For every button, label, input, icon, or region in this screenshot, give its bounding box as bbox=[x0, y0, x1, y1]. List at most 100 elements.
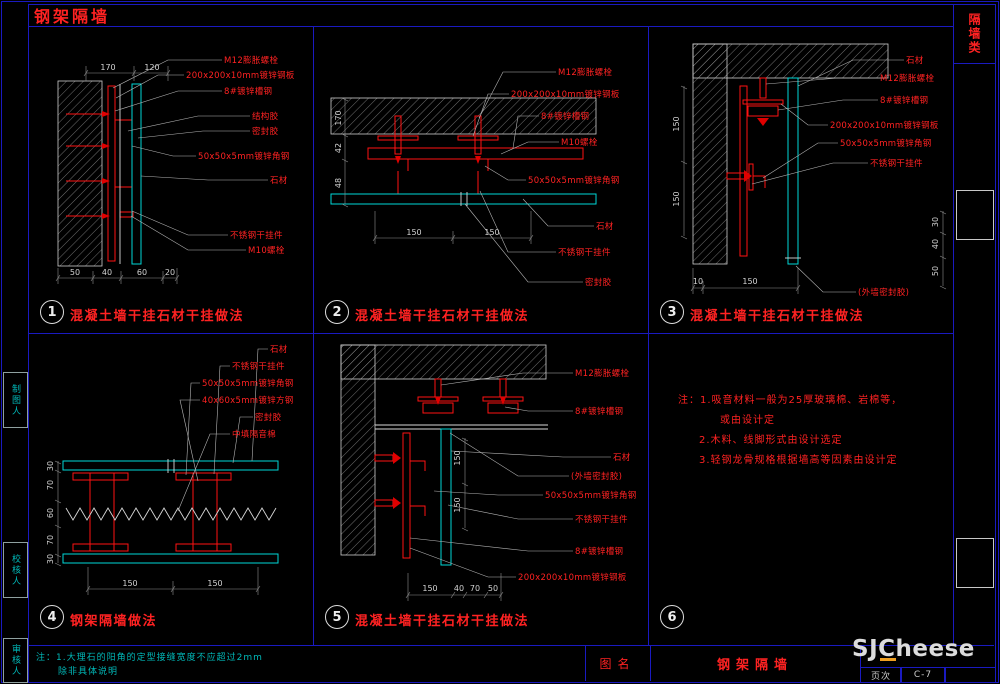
svg-text:30: 30 bbox=[46, 461, 55, 471]
panel-4-drawing: 30 70 60 70 30 150 150 bbox=[46, 348, 279, 595]
svg-text:70: 70 bbox=[46, 535, 55, 545]
note-line: 3.轻钢龙骨规格根据墙高等因素由设计定 bbox=[699, 455, 898, 466]
left-tab-drafter: 制图人 bbox=[3, 372, 28, 428]
footer-divider-1 bbox=[585, 645, 586, 681]
annotation-label: 密封胶 bbox=[255, 413, 282, 423]
leader-lines bbox=[464, 71, 594, 283]
bolt-heads bbox=[393, 397, 506, 509]
panel-5-drawing: 150 150 150 40 70 50 bbox=[340, 344, 611, 601]
insulation-zigzag bbox=[65, 507, 277, 521]
steel-hardware bbox=[726, 77, 784, 257]
stone-panel bbox=[330, 193, 597, 205]
panel-title: 钢架隔墙做法 bbox=[70, 614, 158, 629]
annotation-label: 不锈钢干挂件 bbox=[232, 362, 285, 372]
annotation-label: 8#镀锌槽钢 bbox=[575, 407, 624, 417]
annotation-label: 不锈钢干挂件 bbox=[230, 231, 283, 241]
svg-text:42: 42 bbox=[334, 143, 343, 153]
detail-panel-5: 150 150 150 40 70 50 M12膨胀螺栓 8#镀锌槽钢 石材 (… bbox=[313, 333, 648, 645]
title-divider bbox=[28, 26, 953, 27]
dimension-lines bbox=[341, 97, 534, 244]
svg-text:20: 20 bbox=[165, 268, 175, 277]
concrete-slab-hatch bbox=[330, 97, 597, 135]
detail-panel-1: 170 120 50 40 60 20 M12膨胀螺栓 200x200x10mm… bbox=[28, 26, 313, 333]
dimension-texts: 170 120 50 40 60 20 bbox=[70, 63, 175, 277]
right-marker-top bbox=[956, 190, 994, 240]
svg-text:40: 40 bbox=[454, 584, 464, 593]
svg-text:50: 50 bbox=[931, 266, 940, 276]
page-number: C-7 bbox=[900, 667, 946, 683]
concrete-wall-hatch bbox=[57, 80, 103, 267]
stone-panel bbox=[440, 428, 452, 566]
svg-text:70: 70 bbox=[470, 584, 480, 593]
stone-panel-top bbox=[62, 460, 279, 471]
svg-text:40: 40 bbox=[102, 268, 112, 277]
annotation-label: 8#镀锌槽钢 bbox=[575, 547, 624, 557]
svg-text:150: 150 bbox=[742, 277, 757, 286]
notes-panel-6: 注：1.吸音材料一般为25厚玻璃棉、岩棉等， 或由设计定 2.木料、线脚形式由设… bbox=[648, 333, 953, 645]
right-column-divider bbox=[953, 4, 954, 645]
footer-note-1: 注：1.大理石的阳角的定型接缝宽度不应超过2mm bbox=[36, 653, 263, 663]
sjcheese-logo: SJCheese bbox=[852, 636, 975, 662]
detail-panel-4: 30 70 60 70 30 150 150 石材 不锈钢干挂件 50x50x5… bbox=[28, 333, 313, 645]
left-tab-checker: 校核人 bbox=[3, 542, 28, 598]
panel-number-badge: 3 bbox=[660, 300, 684, 324]
panel-2-drawing: 150 150 170 42 48 bbox=[330, 71, 597, 283]
note-line: 或由设计定 bbox=[720, 415, 775, 426]
annotation-label: 50x50x5mm镀锌角钢 bbox=[545, 491, 637, 501]
bolt-heads bbox=[744, 118, 769, 182]
footer-divider-2 bbox=[650, 645, 651, 681]
svg-text:30: 30 bbox=[931, 217, 940, 227]
annotation-label: 石材 bbox=[906, 56, 924, 66]
annotation-label: 50x50x5mm镀锌角钢 bbox=[840, 139, 932, 149]
annotation-label: 石材 bbox=[613, 453, 631, 463]
dimension-lines bbox=[680, 85, 947, 294]
svg-text:60: 60 bbox=[46, 508, 55, 518]
leader-lines bbox=[177, 348, 268, 512]
bolt-heads bbox=[102, 111, 110, 219]
panel-number-badge: 4 bbox=[40, 605, 64, 629]
annotation-label: 密封胶 bbox=[585, 278, 612, 288]
bolt-heads bbox=[395, 156, 481, 164]
grid-divider-v1 bbox=[313, 26, 314, 645]
annotation-label: (外墙密封胶) bbox=[571, 472, 623, 482]
annotation-label: 50x50x5mm镀锌角钢 bbox=[528, 176, 620, 186]
leader-lines bbox=[112, 59, 268, 251]
annotation-label: 中填隔音棉 bbox=[232, 430, 277, 440]
svg-text:150: 150 bbox=[422, 584, 437, 593]
panel-number-badge: 1 bbox=[40, 300, 64, 324]
footer-divider-3 bbox=[860, 645, 861, 681]
page-label: 页次 bbox=[860, 667, 902, 683]
panel-title: 混凝土墙干挂石材干挂做法 bbox=[355, 614, 530, 629]
svg-text:48: 48 bbox=[334, 178, 343, 188]
footer-note-2: 除非具体说明 bbox=[58, 667, 119, 677]
annotation-label: 结构胶 bbox=[252, 112, 279, 122]
svg-text:150: 150 bbox=[453, 497, 462, 512]
leader-lines bbox=[751, 59, 904, 293]
svg-text:150: 150 bbox=[207, 579, 222, 588]
page-extra-cell bbox=[944, 667, 996, 683]
annotation-label: 200x200x10mm镀锌钢板 bbox=[830, 121, 939, 131]
panel-number-badge: 5 bbox=[325, 605, 349, 629]
stone-panel bbox=[787, 77, 799, 265]
svg-text:10: 10 bbox=[693, 277, 703, 286]
panel-title: 混凝土墙干挂石材干挂做法 bbox=[70, 309, 245, 324]
annotation-label: 8#镀锌槽钢 bbox=[224, 87, 273, 97]
steel-hardware bbox=[367, 115, 584, 194]
annotation-label: 密封胶 bbox=[252, 127, 279, 137]
svg-text:170: 170 bbox=[334, 110, 343, 125]
svg-text:70: 70 bbox=[46, 480, 55, 490]
sealant-joint bbox=[167, 459, 175, 473]
dimension-texts: 150 150 10 150 30 40 50 bbox=[672, 116, 940, 286]
annotation-label: 200x200x10mm镀锌钢板 bbox=[186, 71, 295, 81]
svg-text:150: 150 bbox=[672, 191, 681, 206]
sealant-joint bbox=[460, 192, 468, 206]
dimension-lines bbox=[405, 437, 504, 601]
svg-text:50: 50 bbox=[70, 268, 80, 277]
annotation-label: M12膨胀螺栓 bbox=[880, 74, 935, 84]
footer-divider bbox=[28, 645, 994, 646]
annotation-label: 不锈钢干挂件 bbox=[870, 159, 923, 169]
left-tab-auditor: 审核人 bbox=[3, 638, 28, 683]
panel-title: 混凝土墙干挂石材干挂做法 bbox=[355, 309, 530, 324]
annotation-label: 8#镀锌槽钢 bbox=[880, 96, 929, 106]
